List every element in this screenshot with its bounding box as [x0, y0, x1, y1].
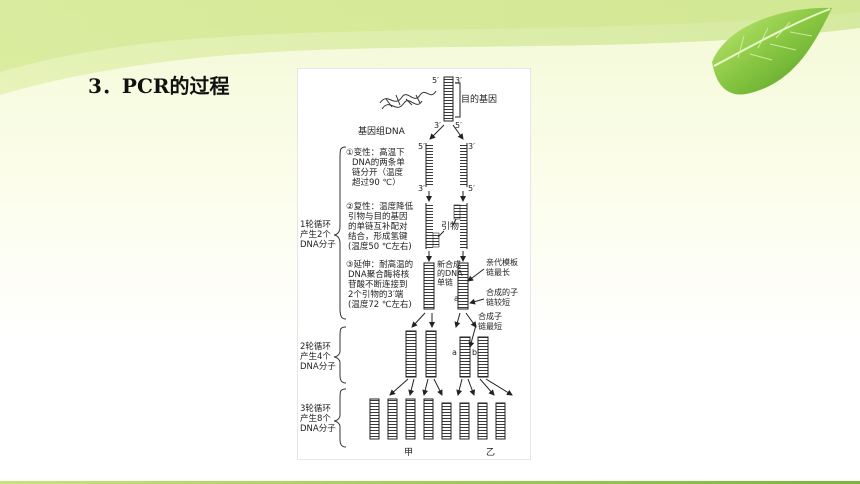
- cycle2-dna-2: [425, 330, 437, 378]
- step2-text: ②复性：温度降低 引物与目的基因 的单链互补配对 结合，形成氢键 (温度50 ℃…: [346, 201, 416, 252]
- strand-a-step3: a: [454, 294, 459, 303]
- step1-3prime: 3′: [468, 142, 475, 151]
- cycle3-dna-4: [423, 398, 434, 440]
- step1-strand-right: [460, 143, 467, 187]
- top-3prime-bottom: 3′: [434, 121, 441, 130]
- label-jia: 甲: [404, 447, 413, 458]
- strand-b-cycle2: b: [472, 348, 477, 357]
- decorative-header-band: [0, 0, 860, 95]
- target-gene-dna: [443, 76, 454, 122]
- top-3prime: 3′: [455, 76, 462, 85]
- cycle2-dna-4: [477, 336, 489, 378]
- step2-strand-right: [460, 203, 467, 249]
- step1-3prime-bottom: 3′: [418, 184, 425, 193]
- step1-strand-left: [426, 143, 433, 187]
- cycle1-label: 1轮循环 产生2个 DNA分子: [300, 219, 336, 250]
- title-text: PCR的过程: [121, 74, 230, 98]
- pcr-diagram-figure: 5′ 3′ 目的基因 3′ 5′ 基因组DNA 1轮循环 产生2个 DNA分子 …: [297, 68, 531, 460]
- step1-5prime-bottom: 5′: [468, 184, 475, 193]
- new-strand-label: 新合成 的DNA 单链: [437, 259, 465, 287]
- footer-bar: [0, 481, 860, 484]
- cycle3-dna-8: [495, 402, 506, 440]
- title-separator: ．: [101, 74, 122, 98]
- strand-a-cycle2: a: [452, 348, 457, 357]
- brace-cycle1: [333, 146, 347, 320]
- step3-text: ③延伸：耐高温的 DNA聚合酶将核 苷酸不断连接到 2个引物的3′端 (温度72…: [346, 259, 416, 310]
- cycle3-dna-6: [459, 402, 470, 440]
- cycle3-dna-5: [441, 402, 452, 440]
- annotation-parent-template: 亲代模板 链最长: [486, 257, 521, 277]
- top-5prime: 5′: [432, 76, 439, 85]
- label-yi: 乙: [486, 447, 495, 458]
- cycle3-dna-1: [369, 398, 380, 440]
- cycle2-label: 2轮循环 产生4个 DNA分子: [300, 341, 336, 372]
- cycle3-label: 3轮循环 产生8个 DNA分子: [300, 403, 336, 434]
- annotation-synth-shortest: 合成子 链最短: [478, 311, 505, 331]
- step2-strand-left: [426, 203, 433, 249]
- brace-cycle3: [333, 388, 347, 448]
- cycle3-dna-7: [477, 402, 488, 440]
- step1-5prime: 5′: [418, 142, 425, 151]
- step3-dna-right: [457, 262, 469, 310]
- slide-title: 3．PCR的过程: [88, 70, 230, 99]
- step2-primer-right: [453, 204, 461, 220]
- brace-cycle2: [333, 326, 347, 384]
- cycle2-dna-1: [405, 330, 417, 378]
- top-5prime-bottom: 5′: [455, 121, 462, 130]
- cycle2-dna-3: [459, 336, 471, 378]
- genomic-dna-coil: [379, 90, 437, 110]
- step2-primer-left: [432, 232, 440, 248]
- cycle3-dna-2: [387, 398, 398, 440]
- genomic-dna-label: 基因组DNA: [358, 125, 406, 137]
- step3-dna-left: [423, 262, 435, 310]
- leaf-icon: [712, 7, 832, 95]
- pcr-diagram: 5′ 3′ 目的基因 3′ 5′ 基因组DNA 1轮循环 产生2个 DNA分子 …: [300, 76, 521, 458]
- annotation-synth-longer: 合成的子 链较短: [486, 287, 521, 307]
- step1-text: ①变性：高温下 DNA的两条单 链分开（温度 超过90 ℃）: [346, 147, 407, 188]
- cycle3-dna-3: [405, 398, 416, 440]
- target-gene-label: 目的基因: [461, 93, 497, 105]
- primer-label: 引物: [441, 220, 459, 232]
- title-number: 3: [88, 74, 102, 98]
